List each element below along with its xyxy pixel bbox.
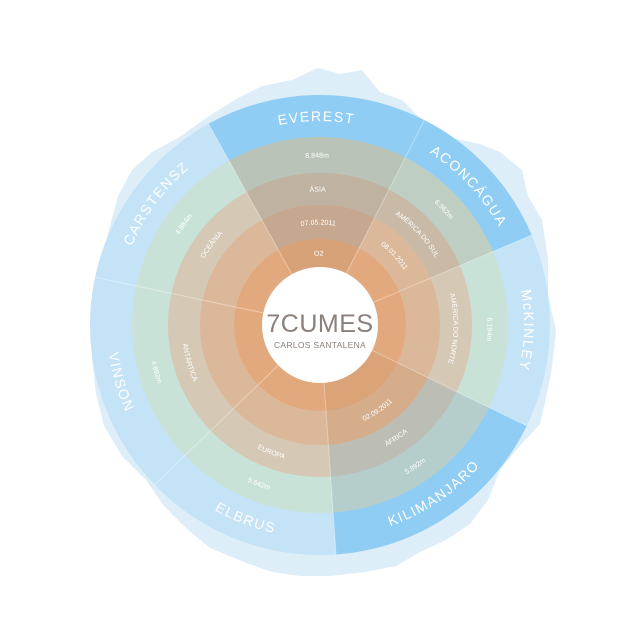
center-title: 7CUMES bbox=[266, 310, 373, 338]
sector-highlight-0 bbox=[208, 95, 425, 161]
everest-continent-label: ÁSIA bbox=[309, 185, 326, 194]
everest-height-label: 8.848m bbox=[305, 152, 329, 160]
everest-extra-label: O2 bbox=[314, 250, 324, 257]
center-disc bbox=[262, 267, 378, 383]
sector-aconcagua-inner bbox=[374, 157, 494, 279]
sector-highlight-1 bbox=[405, 120, 532, 252]
sector-everest-inner bbox=[228, 136, 406, 250]
sector-highlight-3 bbox=[333, 407, 527, 555]
summit-sectors bbox=[208, 95, 532, 555]
center-subtitle: CARLOS SANTALENA bbox=[274, 340, 366, 350]
mckinley-height-label: 6.194m bbox=[485, 318, 493, 342]
mckinley-name-label: McKINLEY bbox=[516, 288, 537, 372]
everest-date-label: 07.05.2011 bbox=[300, 219, 336, 228]
sector-kilimanjaro-inner bbox=[328, 377, 489, 513]
everest-name-label: EVEREST bbox=[276, 108, 356, 128]
